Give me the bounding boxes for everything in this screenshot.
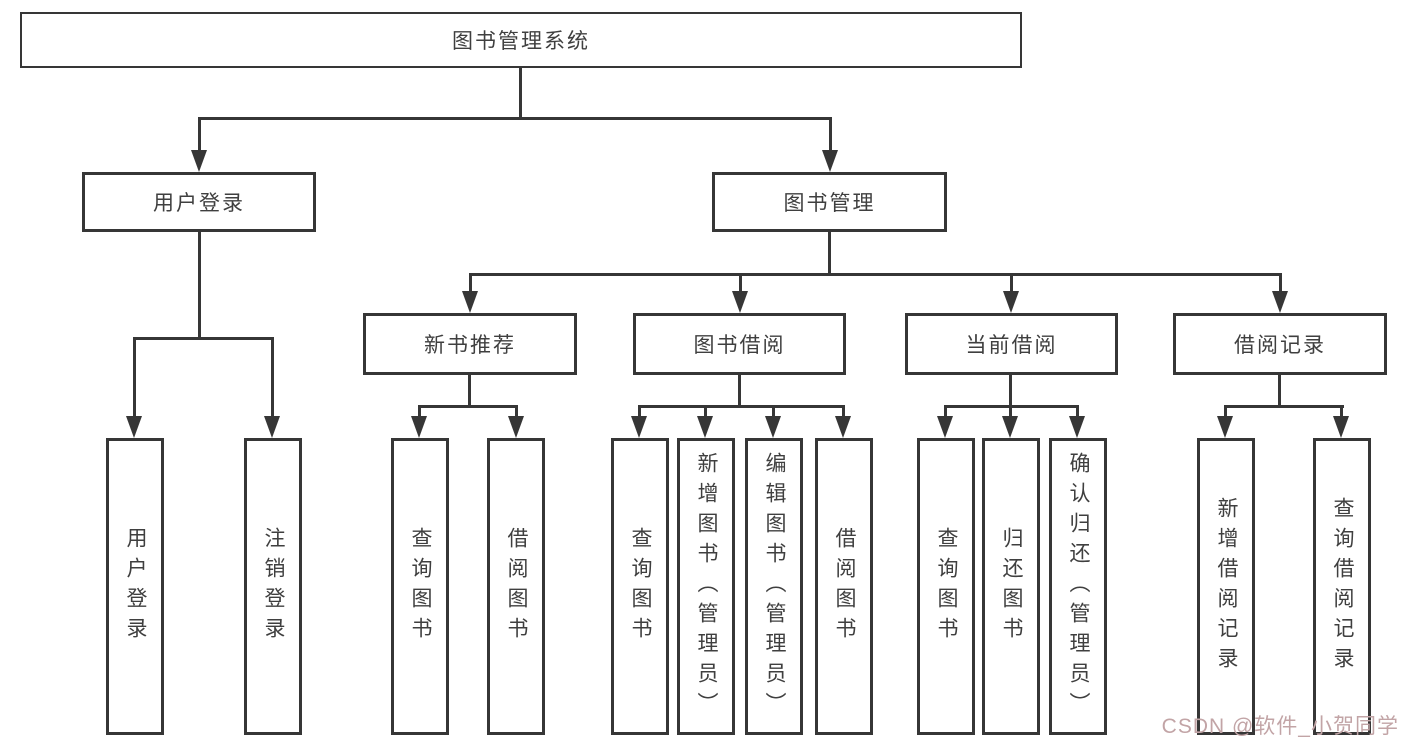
leaf-query-borrow-record: 查询借阅记录 bbox=[1313, 438, 1371, 735]
arrowhead-down-icon bbox=[1069, 416, 1085, 438]
connector-line bbox=[1340, 405, 1343, 416]
arrowhead-down-icon bbox=[126, 416, 142, 438]
node-label: 图书借阅 bbox=[693, 334, 786, 357]
node-label: 新增图书（管理员） bbox=[695, 451, 718, 722]
connector-line bbox=[1009, 405, 1012, 416]
leaf-borrow-books-borrowing: 借阅图书 bbox=[815, 438, 873, 735]
node-book-management: 图书管理 bbox=[712, 172, 947, 232]
node-label: 查询图书 bbox=[935, 526, 958, 647]
connector-line bbox=[1076, 405, 1079, 416]
connector-line bbox=[828, 232, 831, 274]
connector-line bbox=[772, 405, 775, 416]
connector-line bbox=[133, 337, 136, 416]
node-label: 图书管理 bbox=[783, 192, 876, 215]
node-current-borrowing: 当前借阅 bbox=[905, 313, 1118, 375]
leaf-borrow-books-recommend: 借阅图书 bbox=[487, 438, 545, 735]
connector-line bbox=[1224, 405, 1227, 416]
arrowhead-down-icon bbox=[1002, 416, 1018, 438]
node-library-management-system: 图书管理系统 bbox=[20, 12, 1022, 68]
node-new-book-recommendation: 新书推荐 bbox=[363, 313, 577, 375]
connector-line bbox=[418, 405, 421, 416]
arrowhead-down-icon bbox=[1272, 291, 1288, 313]
connector-line bbox=[469, 273, 472, 291]
connector-line bbox=[1279, 273, 1282, 291]
connector-line bbox=[515, 405, 518, 416]
connector-line bbox=[469, 273, 1282, 276]
node-label: 编辑图书（管理员） bbox=[763, 451, 786, 722]
arrowhead-down-icon bbox=[937, 416, 953, 438]
leaf-query-books-current: 查询图书 bbox=[917, 438, 975, 735]
leaf-query-books-recommend: 查询图书 bbox=[391, 438, 449, 735]
connector-line bbox=[829, 117, 832, 150]
connector-line bbox=[944, 405, 947, 416]
watermark-text: CSDN @软件_小贺同学 bbox=[1161, 715, 1399, 738]
node-borrowing-records: 借阅记录 bbox=[1173, 313, 1387, 375]
connector-line bbox=[738, 375, 741, 408]
connector-line bbox=[1224, 405, 1344, 408]
connector-line bbox=[1009, 375, 1012, 408]
node-label: 借阅图书 bbox=[833, 526, 856, 647]
leaf-add-books-admin: 新增图书（管理员） bbox=[677, 438, 735, 735]
arrowhead-down-icon bbox=[822, 150, 838, 172]
arrowhead-down-icon bbox=[191, 150, 207, 172]
arrowhead-down-icon bbox=[765, 416, 781, 438]
arrowhead-down-icon bbox=[1333, 416, 1349, 438]
arrowhead-down-icon bbox=[508, 416, 524, 438]
connector-line bbox=[198, 232, 201, 338]
node-label: 借阅记录 bbox=[1234, 334, 1326, 357]
arrowhead-down-icon bbox=[1003, 291, 1019, 313]
arrowhead-down-icon bbox=[264, 416, 280, 438]
node-book-borrowing: 图书借阅 bbox=[633, 313, 846, 375]
node-label: 查询借阅记录 bbox=[1331, 496, 1354, 677]
connector-line bbox=[704, 405, 707, 416]
connector-line bbox=[1010, 273, 1013, 291]
node-label: 查询图书 bbox=[409, 526, 432, 647]
node-label: 借阅图书 bbox=[505, 526, 528, 647]
arrowhead-down-icon bbox=[1217, 416, 1233, 438]
connector-line bbox=[519, 68, 522, 118]
leaf-edit-books-admin: 编辑图书（管理员） bbox=[745, 438, 803, 735]
connector-line bbox=[638, 405, 845, 408]
node-label: 查询图书 bbox=[629, 526, 652, 647]
connector-line bbox=[468, 375, 471, 408]
connector-line bbox=[198, 117, 832, 120]
connector-line bbox=[271, 337, 274, 416]
arrowhead-down-icon bbox=[631, 416, 647, 438]
node-label: 归还图书 bbox=[1000, 526, 1023, 647]
arrowhead-down-icon bbox=[411, 416, 427, 438]
connector-line bbox=[638, 405, 641, 416]
node-user-login: 用户登录 bbox=[82, 172, 316, 232]
arrowhead-down-icon bbox=[462, 291, 478, 313]
node-label: 确认归还（管理员） bbox=[1067, 451, 1090, 722]
leaf-add-borrow-record: 新增借阅记录 bbox=[1197, 438, 1255, 735]
leaf-confirm-return-admin: 确认归还（管理员） bbox=[1049, 438, 1107, 735]
node-label: 用户登录 bbox=[153, 192, 245, 215]
node-label: 注销登录 bbox=[262, 526, 285, 647]
node-label: 用户登录 bbox=[124, 526, 147, 647]
arrowhead-down-icon bbox=[732, 291, 748, 313]
node-label: 图书管理系统 bbox=[452, 30, 590, 53]
arrowhead-down-icon bbox=[835, 416, 851, 438]
connector-line bbox=[739, 273, 742, 291]
leaf-query-books-borrowing: 查询图书 bbox=[611, 438, 669, 735]
node-label: 新增借阅记录 bbox=[1215, 496, 1238, 677]
connector-line bbox=[133, 337, 274, 340]
leaf-user-login: 用户登录 bbox=[106, 438, 164, 735]
connector-line bbox=[418, 405, 518, 408]
connector-line bbox=[1278, 375, 1281, 408]
leaf-logout: 注销登录 bbox=[244, 438, 302, 735]
node-label: 当前借阅 bbox=[965, 334, 1058, 357]
node-label: 新书推荐 bbox=[424, 334, 516, 357]
arrowhead-down-icon bbox=[697, 416, 713, 438]
leaf-return-books: 归还图书 bbox=[982, 438, 1040, 735]
connector-line bbox=[198, 117, 201, 150]
connector-line bbox=[842, 405, 845, 416]
